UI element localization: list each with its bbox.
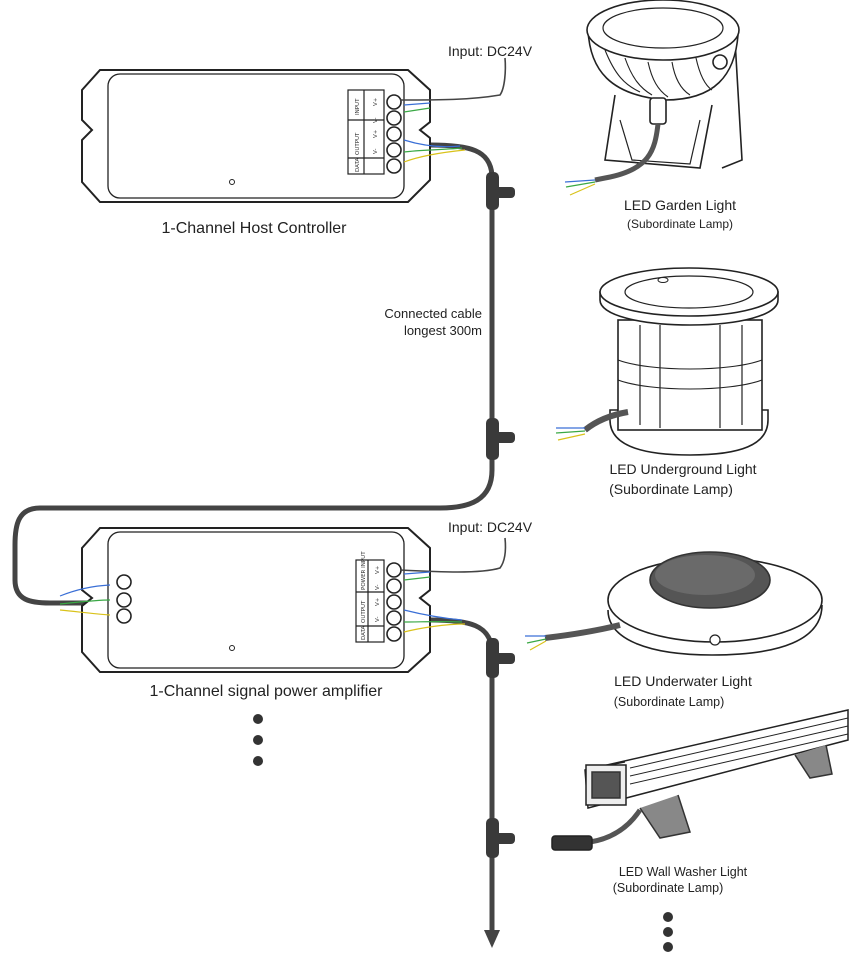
lamp-sub: (Subordinate Lamp) xyxy=(609,481,733,497)
svg-text:V+: V+ xyxy=(375,565,381,574)
underwater-light-wires xyxy=(525,635,547,651)
svg-text:DATA: DATA xyxy=(355,158,361,172)
svg-text:OUTPUT: OUTPUT xyxy=(361,600,367,623)
input-label-bottom: Input: DC24V xyxy=(448,519,533,535)
down-arrow-icon xyxy=(484,930,500,948)
cable-note-line2: longest 300m xyxy=(404,323,482,338)
svg-text:V-: V- xyxy=(375,617,381,622)
host-controller-title: 1-Channel Host Controller xyxy=(162,220,348,237)
amplifier-right-terminal-block xyxy=(355,559,402,643)
amplifier-input-wires xyxy=(399,537,507,581)
underground-light-wires xyxy=(555,427,586,441)
tee-connector xyxy=(486,818,515,858)
tee-connector xyxy=(486,418,515,460)
svg-text:DATA: DATA xyxy=(361,626,367,640)
wall-washer-illustration xyxy=(551,709,849,851)
tee-connector xyxy=(486,638,515,678)
continuation-dots-right xyxy=(663,912,673,952)
underwater-light-illustration xyxy=(544,551,823,656)
lamp-name: LED Wall Washer Light xyxy=(619,865,748,879)
amplifier-left-terminals xyxy=(116,574,132,624)
host-input-wires xyxy=(399,57,507,113)
input-label-top: Input: DC24V xyxy=(448,43,533,59)
lamp-sub: (Subordinate Lamp) xyxy=(627,217,733,231)
amplifier-output-wires xyxy=(403,609,466,633)
amplifier-terminal-labels: POWER INPUT OUTPUT DATA V+ V- V+ V- xyxy=(361,551,381,640)
svg-text:INPUT: INPUT xyxy=(355,98,361,115)
garden-light-illustration xyxy=(586,0,743,183)
svg-text:V-: V- xyxy=(375,585,381,590)
svg-text:V-: V- xyxy=(373,149,379,154)
svg-text:OUTPUT: OUTPUT xyxy=(355,132,361,155)
host-terminal-labels: INPUT OUTPUT DATA V+ V- V+ V- xyxy=(355,97,379,172)
svg-text:V-: V- xyxy=(373,118,379,123)
host-controller-box xyxy=(81,69,431,203)
lamp-name: LED Garden Light xyxy=(624,197,736,213)
lamp-name: LED Underwater Light xyxy=(614,673,752,689)
underground-light-illustration xyxy=(583,267,779,456)
lamp-name: LED Underground Light xyxy=(609,461,756,477)
lamp-sub: (Subordinate Lamp) xyxy=(614,695,724,709)
amplifier-title: 1-Channel signal power amplifier xyxy=(149,683,383,700)
garden-light-wires xyxy=(564,179,596,196)
amplifier-bus-input-wires xyxy=(59,584,111,616)
svg-text:V+: V+ xyxy=(375,597,381,606)
lamp-sub: (Subordinate Lamp) xyxy=(613,881,723,895)
host-terminal-block xyxy=(347,89,402,175)
svg-text:POWER INPUT: POWER INPUT xyxy=(361,551,367,590)
tee-connector xyxy=(486,172,515,210)
host-output-wires xyxy=(403,139,466,163)
svg-text:V+: V+ xyxy=(373,97,379,106)
cable-note-line1: Connected cable xyxy=(384,306,482,321)
continuation-dots-left xyxy=(253,714,263,766)
svg-text:V+: V+ xyxy=(373,129,379,138)
